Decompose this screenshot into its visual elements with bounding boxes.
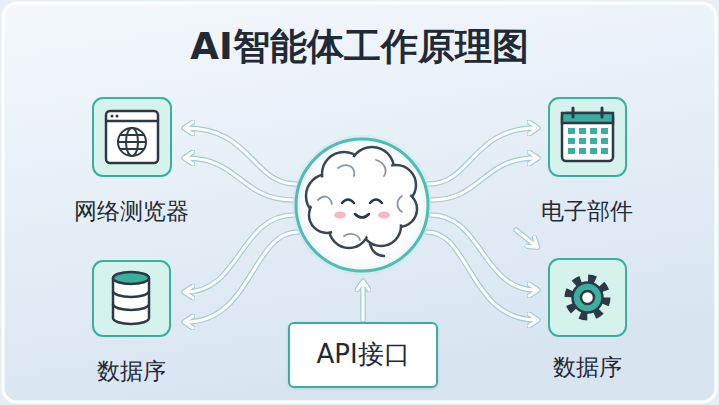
tool-icon: 数据序 (548, 258, 627, 337)
icon-label: 网络测览器 (74, 198, 189, 226)
brain-illustration (292, 135, 432, 275)
icon-label: 数据序 (97, 358, 166, 386)
calendar-icon (548, 97, 627, 177)
gear-icon (548, 258, 627, 337)
tool-icon: 网络测览器 (92, 97, 172, 177)
interface-box: API接口 (288, 322, 438, 388)
icon-label: 电子部件 (541, 198, 633, 226)
browser-icon (92, 97, 172, 177)
database-icon (92, 260, 171, 337)
icon-label: 数据序 (553, 354, 622, 382)
tool-icon: 电子部件 (548, 97, 627, 177)
box-label: API接口 (316, 339, 409, 370)
flow-arrows (186, 128, 536, 322)
diagram-title: AI智能体工作原理图 (0, 22, 719, 72)
tool-icon: 数据序 (92, 260, 171, 337)
